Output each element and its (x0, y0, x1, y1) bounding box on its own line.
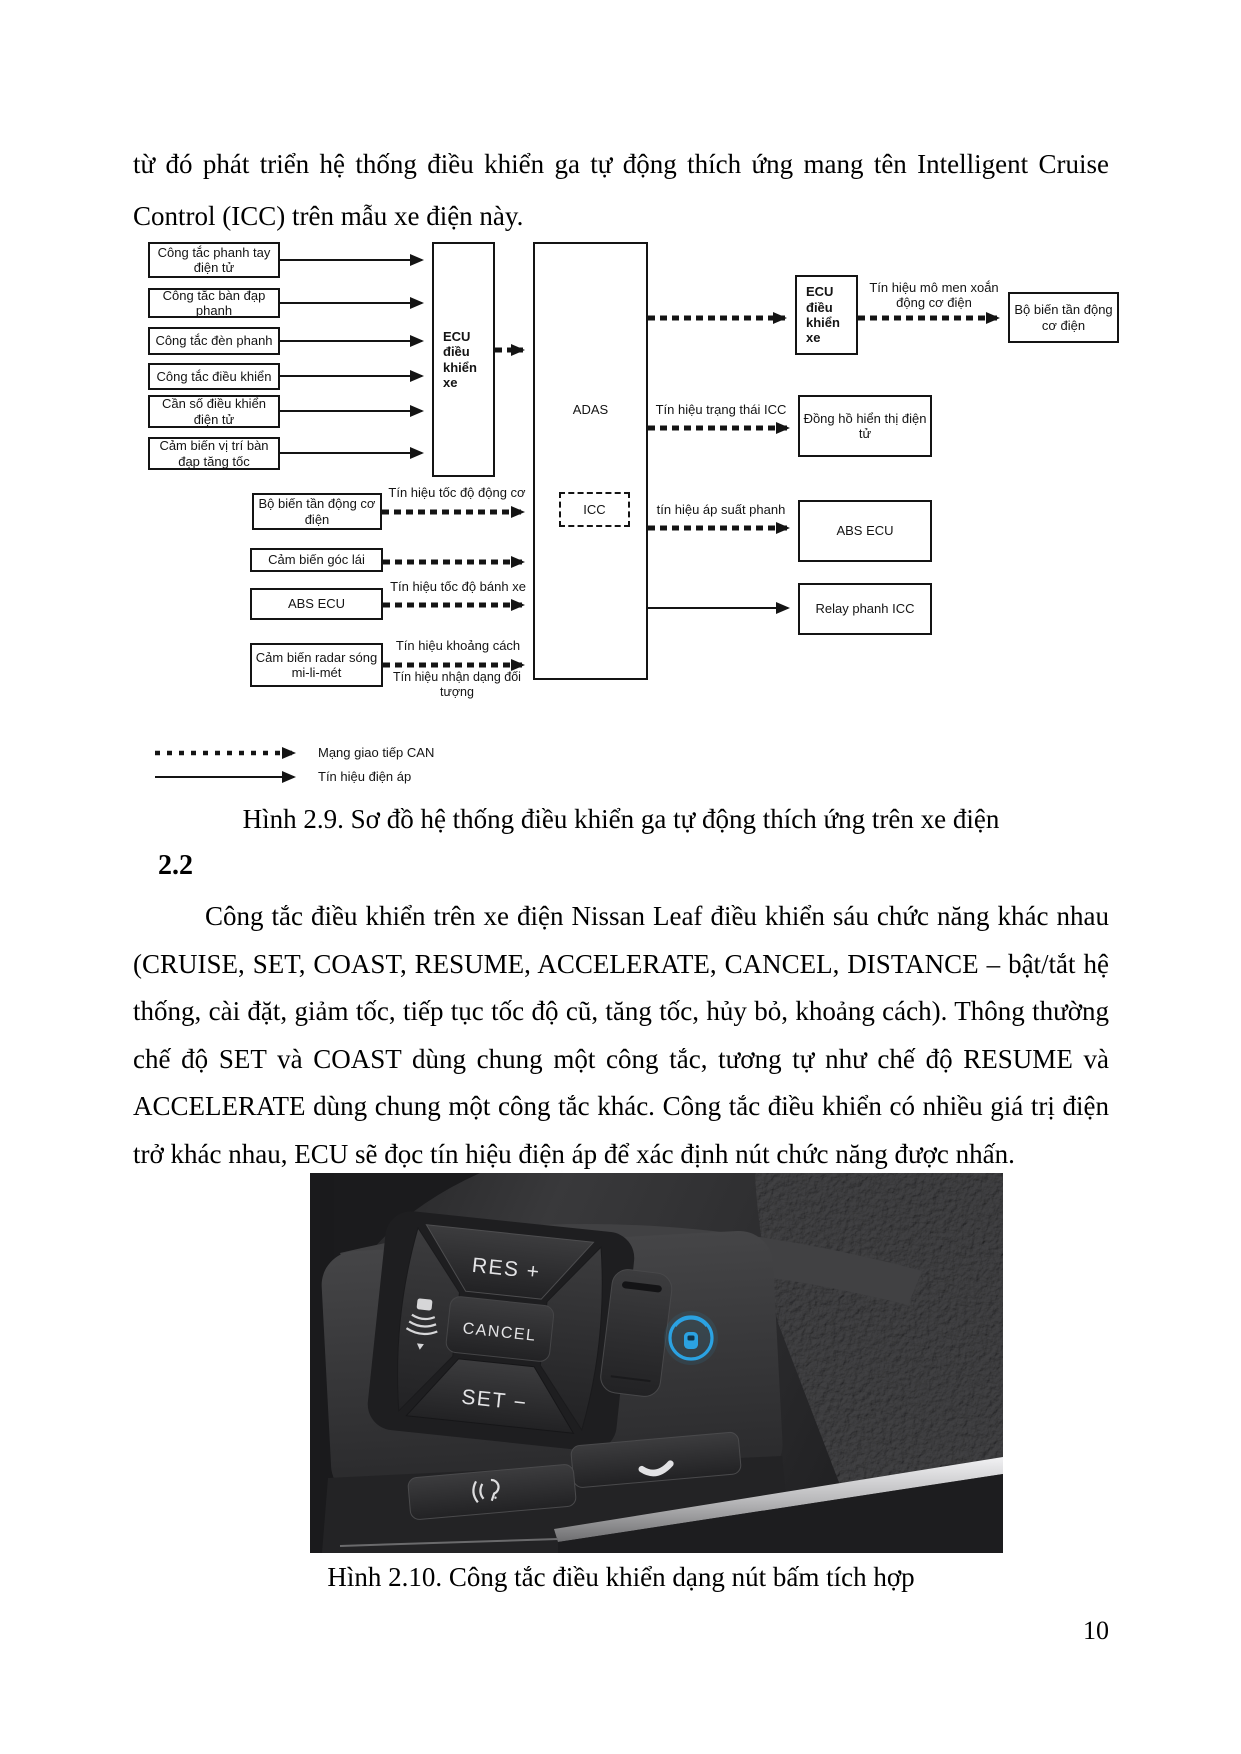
box-vehicle-ecu-left: ECU điều khiển xe (432, 242, 495, 477)
box-parking-brake-switch: Công tắc phanh tay điện tử (148, 242, 280, 278)
label-motor-torque-signal: Tín hiệu mô men xoắn động cơ điện (869, 280, 999, 311)
photo-corner-shadow (310, 1173, 480, 1333)
box-steering-angle-sensor: Cảm biến góc lái (250, 548, 383, 572)
propilot-assist-icon (668, 1315, 714, 1361)
cancel-button[interactable] (445, 1296, 555, 1363)
box-brake-light-switch: Công tắc đèn phanh (148, 327, 280, 355)
label-icc-status-signal: Tín hiệu trạng thái ICC (655, 402, 787, 417)
box-instrument-cluster: Đồng hồ hiển thị điện tử (798, 395, 932, 457)
silver-trim (554, 1457, 1003, 1542)
diagram-connectors (155, 254, 1000, 783)
figure-2-9-diagram: Công tắc phanh tay điện tử Công tắc bàn … (148, 242, 1123, 787)
voice-command-icon (472, 1478, 500, 1503)
label-wheel-speed-signal: Tín hiệu tốc độ bánh xe (390, 579, 526, 594)
label-distance-signal: Tín hiệu khoảng cách (395, 638, 521, 653)
res-plus-button[interactable] (420, 1224, 595, 1304)
paragraph-top: từ đó phát triển hệ thống điều khiển ga … (133, 149, 1109, 231)
cruise-dpad: RES + CANCEL SET − (397, 1224, 609, 1434)
figure-2-10-photo: RES + CANCEL SET − (310, 1173, 1003, 1553)
legend-voltage-signal: Tín hiệu điện áp (318, 769, 412, 784)
propilot-assist-button[interactable] (664, 1311, 718, 1365)
steering-wheel-controls-photo: RES + CANCEL SET − (310, 1173, 1003, 1553)
dpad-right-wing[interactable] (534, 1242, 609, 1432)
box-control-switch: Công tắc điều khiển (148, 363, 280, 390)
legend-can-bus: Mạng giao tiếp CAN (318, 745, 435, 760)
lower-trim-line (339, 1538, 559, 1547)
phone-button[interactable] (570, 1431, 742, 1488)
side-rocker-switch[interactable] (599, 1268, 674, 1398)
adas-label: ADAS (572, 402, 609, 417)
box-abs-ecu-left: ABS ECU (250, 588, 383, 620)
caption-figure-2-9: Hình 2.9. Sơ đồ hệ thống điều khiển ga t… (242, 804, 1000, 834)
box-brake-pedal-switch: Công tắc bàn đạp phanh (148, 288, 280, 318)
box-motor-inverter-sensor: Bộ biến tần động cơ điện (252, 493, 382, 530)
page-number: 10 (1083, 1616, 1109, 1645)
box-electronic-shifter: Cần số điều khiển điện tử (148, 395, 280, 428)
below-trim-shadow (558, 1474, 1003, 1553)
label-motor-speed-signal: Tín hiệu tốc độ động cơ (388, 485, 526, 500)
section-heading: 2.2 (158, 850, 193, 881)
box-icc: ICC (559, 492, 630, 527)
box-accel-pedal-position-sensor: Cảm biến vị trí bàn đạp tăng tốc (148, 437, 280, 470)
phone-icon (638, 1460, 674, 1477)
box-icc-brake-relay: Relay phanh ICC (798, 583, 932, 635)
box-mmwave-radar-sensor: Cảm biến radar sóng mi-li-mét (250, 643, 383, 687)
caption-figure-2-10: Hình 2.10. Công tắc điều khiển dạng nút … (327, 1562, 915, 1592)
paragraph-body: Công tắc điều khiển trên xe điện Nissan … (133, 901, 1109, 1169)
box-motor-inverter-output: Bộ biến tần động cơ điện (1008, 292, 1119, 343)
label-object-recognition-signal: Tín hiệu nhận dạng đối tượng (393, 670, 521, 699)
distance-adjust-icon (405, 1298, 438, 1350)
set-minus-button[interactable] (405, 1354, 580, 1434)
box-adas: ADAS ICC (533, 242, 648, 680)
box-abs-ecu-right: ABS ECU (798, 500, 932, 562)
box-vehicle-ecu-right: ECU điều khiển xe (795, 275, 858, 355)
label-brake-pressure-signal: tín hiệu áp suất phanh (656, 502, 786, 517)
voice-command-button[interactable] (407, 1464, 577, 1520)
